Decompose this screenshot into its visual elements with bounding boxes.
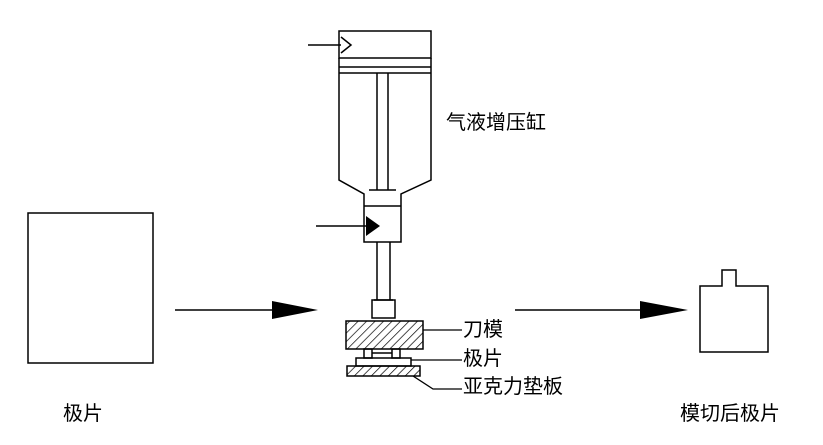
acrylic-pad-leader xyxy=(412,375,462,390)
input-electrode-label: 极片 xyxy=(63,401,103,425)
feed-arrow-in xyxy=(175,301,318,319)
lower-inlet-arrow xyxy=(316,216,380,236)
electrode-mid-label: 极片 xyxy=(463,346,503,370)
acrylic-pad xyxy=(346,365,421,377)
electrode-in-die xyxy=(355,357,412,367)
gas-liquid-booster-cylinder xyxy=(308,30,432,243)
piston-rod xyxy=(371,242,396,319)
blade-teeth xyxy=(363,348,401,359)
input-electrode-sheet xyxy=(27,212,154,364)
blade-die-label: 刀模 xyxy=(463,317,503,341)
acrylic-pad-label: 亚克力垫板 xyxy=(463,374,563,398)
cylinder-label: 气液增压缸 xyxy=(446,110,546,134)
cut-electrode-sheet xyxy=(699,269,769,353)
blade-die xyxy=(345,320,424,350)
feed-arrow-out xyxy=(515,301,688,319)
output-electrode-label: 模切后极片 xyxy=(680,401,780,425)
